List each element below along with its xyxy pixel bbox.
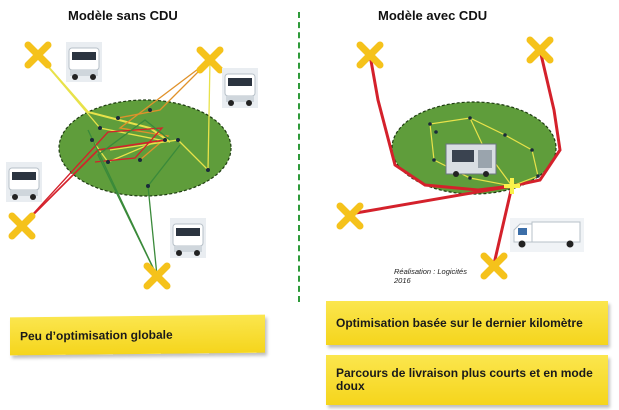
left-panel-title: Modèle sans CDU <box>68 8 178 23</box>
banner-right-parcours: Parcours de livraison plus courts et en … <box>326 355 608 405</box>
right-panel-title: Modèle avec CDU <box>378 8 488 23</box>
left-delivery-points <box>90 108 210 188</box>
source-note-line1: Réalisation : Logicités <box>394 267 467 276</box>
right-routes-red <box>348 48 562 266</box>
source-note: Réalisation : Logicités 2016 <box>394 267 467 285</box>
banner-left: Peu d’optimisation globale <box>10 314 265 356</box>
right-delivery-points <box>428 116 540 180</box>
left-zone <box>58 99 232 197</box>
source-note-line2: 2016 <box>394 276 411 285</box>
van-icon <box>510 218 584 252</box>
banner-right-optimisation: Optimisation basée sur le dernier kilomè… <box>326 301 608 345</box>
left-routes <box>21 54 211 277</box>
panel-divider <box>298 12 300 302</box>
cdu-hub-icon <box>445 143 497 177</box>
cdu-hub-marker-icon <box>504 178 520 194</box>
